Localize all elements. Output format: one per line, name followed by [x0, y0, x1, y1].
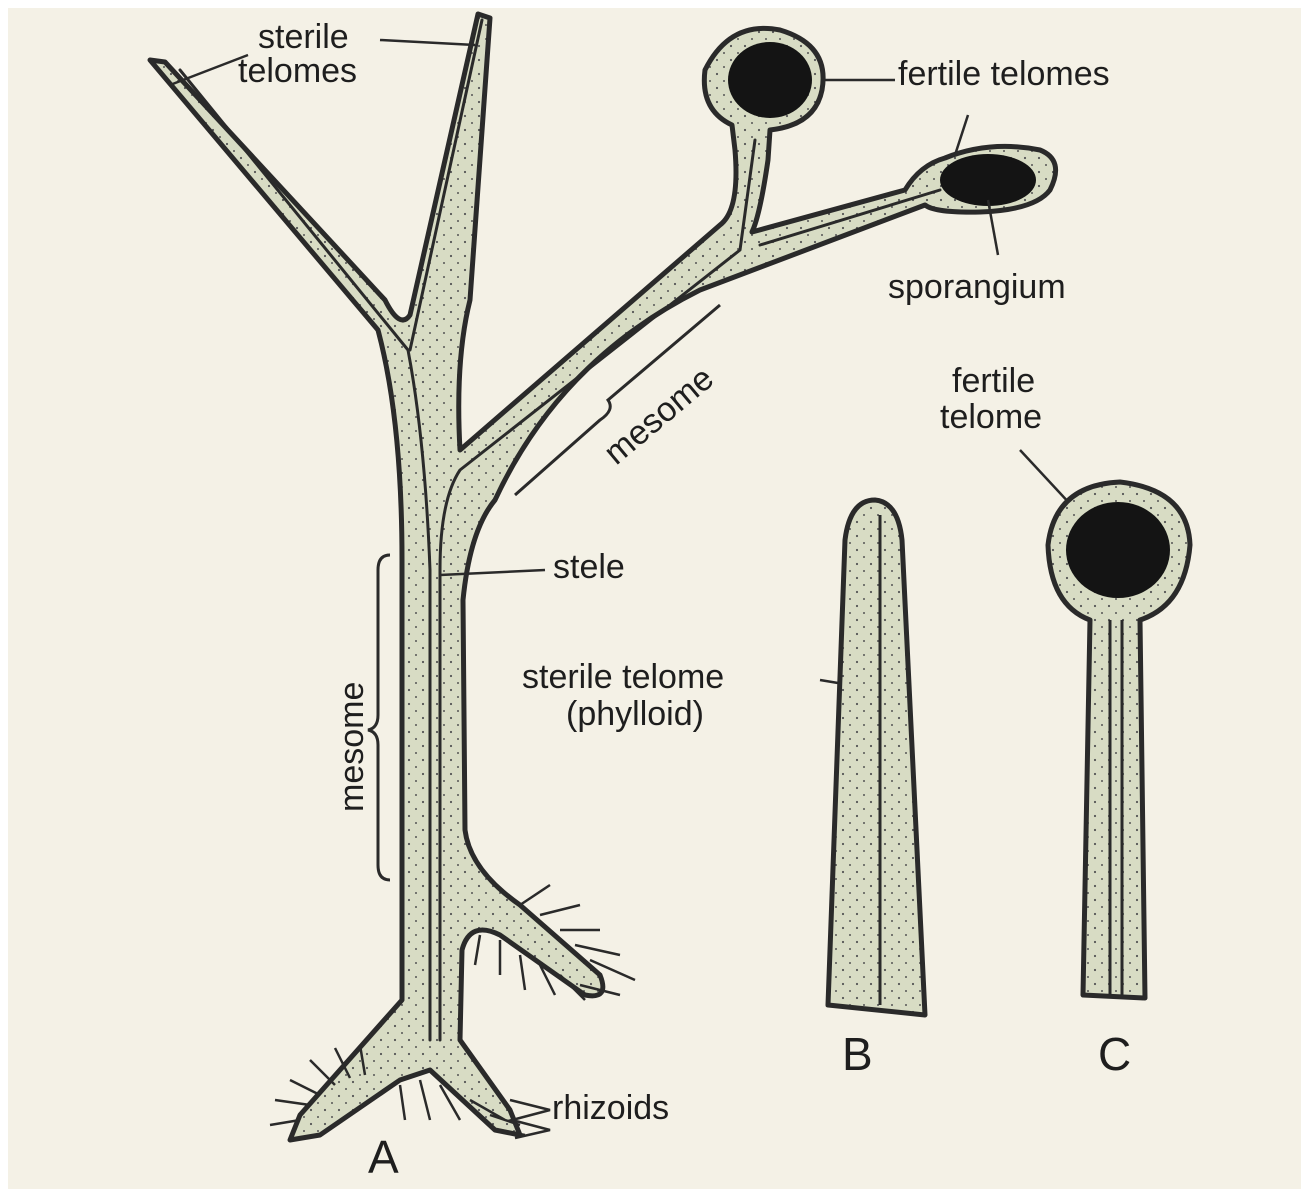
- label-fertile-telome-2: telome: [940, 398, 1042, 436]
- label-fertile-telome-1: fertile: [952, 362, 1035, 400]
- sporangium-lower: [940, 154, 1036, 206]
- panel-label-b: B: [842, 1028, 873, 1080]
- label-sterile-telome-1: sterile telome: [522, 658, 724, 696]
- label-sterile-telomes-1: sterile: [258, 18, 349, 56]
- label-sporangium: sporangium: [888, 268, 1066, 306]
- label-sterile-telomes-2: telomes: [238, 52, 357, 90]
- label-stele: stele: [553, 548, 625, 586]
- label-mesome-lower: mesome: [333, 682, 371, 812]
- sporangium-c: [1066, 502, 1170, 598]
- label-fertile-telomes: fertile telomes: [898, 55, 1110, 93]
- panel-label-a: A: [368, 1131, 399, 1183]
- sporangium-top: [728, 42, 812, 118]
- label-sterile-telome-2: (phylloid): [566, 695, 704, 733]
- label-rhizoids: rhizoids: [552, 1089, 669, 1127]
- panel-label-c: C: [1098, 1028, 1131, 1080]
